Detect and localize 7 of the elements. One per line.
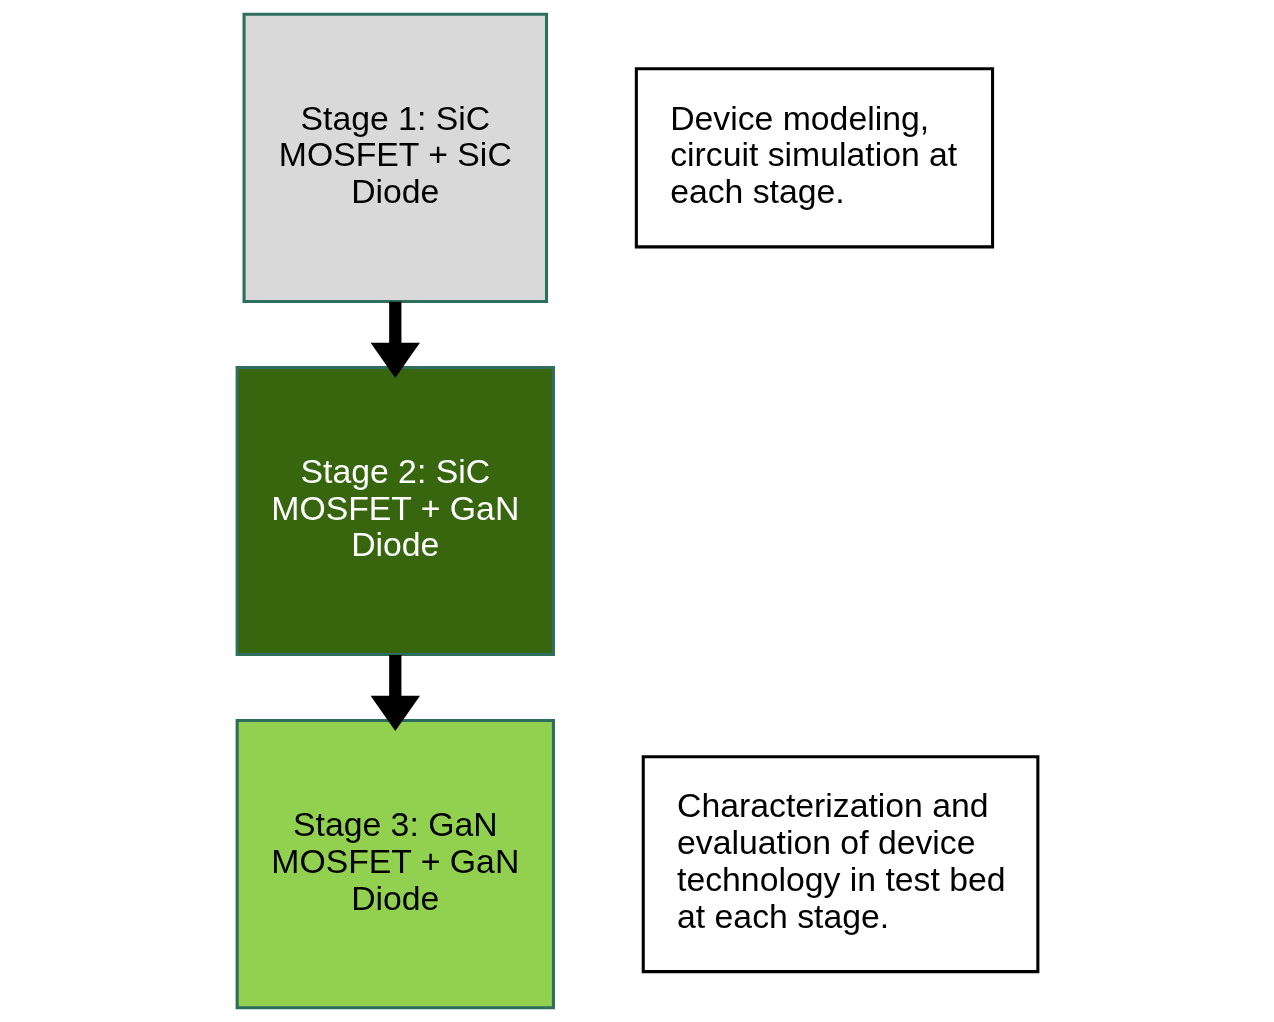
node-box: Stage 3: GaN MOSFET + GaN Diode — [235, 719, 555, 1010]
arrow — [370, 301, 420, 378]
node-box: Characterization and evaluation of device technology in test bed at each stage. — [641, 755, 1039, 974]
node-box: Stage 2: SiC MOSFET + GaN Diode — [235, 365, 555, 657]
node-box: Stage 1: SiC MOSFET + SiC Diode — [242, 12, 548, 303]
node-box: Device modeling, circuit simulation at each stage. — [634, 67, 994, 249]
arrow — [370, 654, 420, 732]
